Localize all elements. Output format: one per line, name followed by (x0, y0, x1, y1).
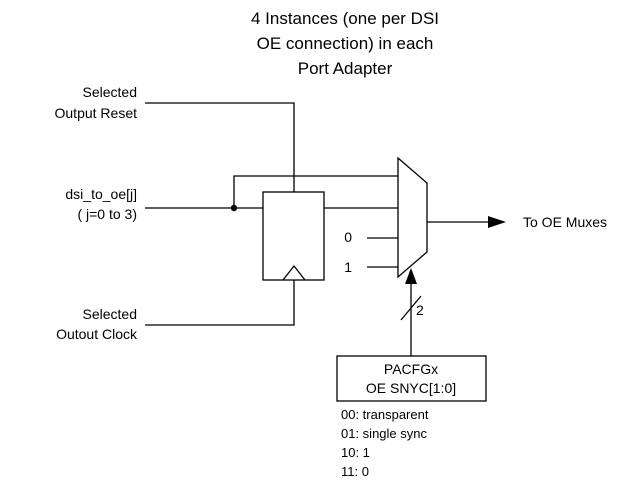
flip-flop (262, 191, 325, 281)
clock-label-line-2: Outout Clock (56, 326, 138, 342)
clock-edge-symbol (282, 264, 306, 281)
output-arrowhead (488, 216, 506, 228)
bus-width-label: 2 (416, 302, 424, 318)
output-label: To OE Muxes (523, 214, 607, 230)
title-line-2: OE connection) in each (257, 34, 434, 53)
clock-label-line-1: Selected (83, 306, 137, 322)
register-name: PACFGx (384, 361, 438, 377)
clock-wire (145, 280, 295, 326)
bus-slash (400, 295, 422, 321)
data-label-line-2: ( j=0 to 3) (77, 206, 137, 222)
multiplexer (397, 156, 428, 279)
register-box (336, 355, 487, 402)
legend-item: 10: 1 (341, 445, 370, 460)
junction-dot (230, 204, 238, 212)
mux-input-1-label: 1 (344, 259, 352, 275)
legend-item: 00: transparent (341, 407, 429, 422)
register-field: OE SNYC[1:0] (366, 380, 456, 396)
title-line-3: Port Adapter (298, 59, 393, 78)
select-arrowhead (405, 268, 417, 284)
legend-item: 01: single sync (341, 426, 427, 441)
legend-item: 11: 0 (341, 464, 369, 479)
reset-wire (145, 102, 295, 192)
reset-label-line-2: Output Reset (55, 105, 138, 121)
title-line-1: 4 Instances (one per DSI (251, 9, 439, 28)
reset-label-line-1: Selected (83, 84, 137, 100)
bypass-wire (233, 175, 398, 208)
data-label-line-1: dsi_to_oe[j] (65, 186, 137, 202)
mux-input-0-label: 0 (344, 229, 352, 245)
